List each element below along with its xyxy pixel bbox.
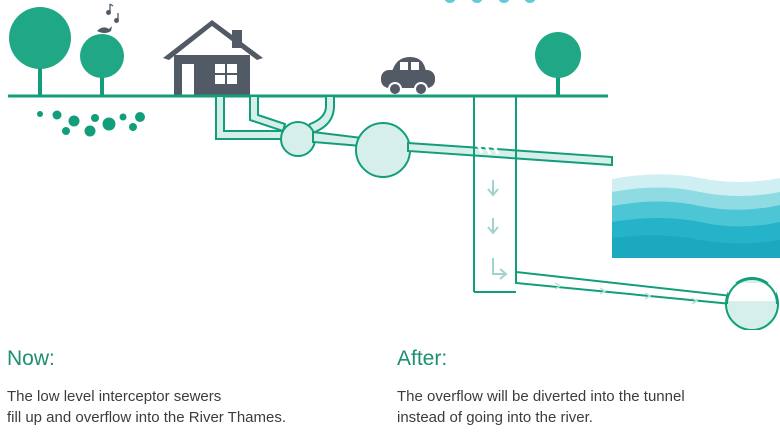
sewer-pipes: [215, 95, 613, 178]
tunnel-pipe: [515, 270, 779, 330]
tunnel-shaft: [473, 96, 517, 293]
overflow-dashes: [476, 144, 500, 155]
river-thames: [612, 174, 780, 258]
caption-after: After: The overflow will be diverted int…: [397, 346, 685, 428]
soil-dots-decoration: [37, 110, 145, 137]
car-icon: [381, 57, 435, 96]
sewer-diagram: [8, 0, 780, 330]
bird-icon: [97, 26, 112, 33]
caption-now: Now: The low level interceptor sewers fi…: [7, 346, 286, 428]
top-dots-decoration: [444, 0, 536, 3]
after-text: The overflow will be diverted into the t…: [397, 388, 685, 426]
now-heading: Now:: [7, 347, 55, 370]
flow-arrow-icon: [487, 180, 508, 280]
now-text: The low level interceptor sewers fill up…: [7, 388, 287, 426]
music-note-icon: [106, 3, 119, 23]
after-heading: After:: [397, 347, 448, 370]
tunnel-flow-arrows: [554, 282, 699, 305]
tree-icon: [9, 7, 71, 96]
house-icon: [163, 20, 263, 96]
tree-icon: [535, 32, 581, 96]
tree-icon: [80, 34, 124, 96]
